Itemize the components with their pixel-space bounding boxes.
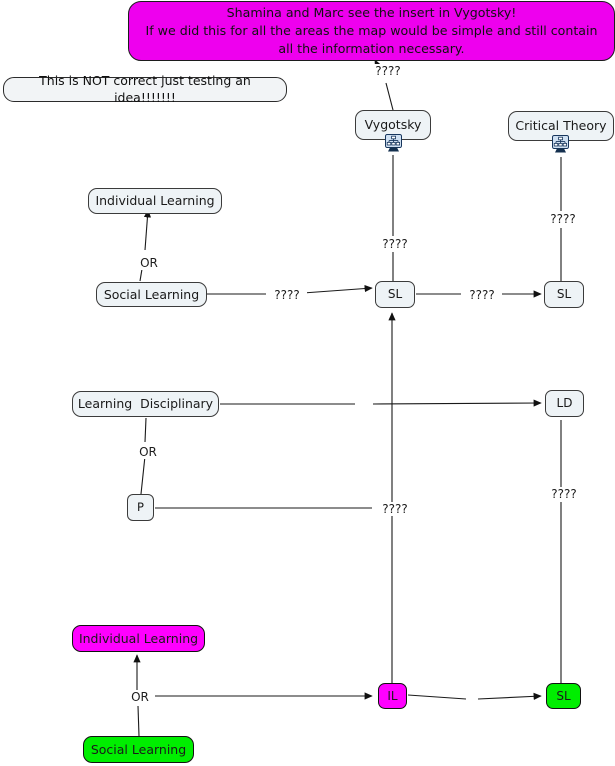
node-social-learning-bottom[interactable]: Social Learning xyxy=(83,736,194,763)
link-label-slright-to-critical-theory[interactable]: ???? xyxy=(544,212,582,226)
node-sl-right[interactable]: SL xyxy=(544,281,584,308)
node-sl-mid[interactable]: SL xyxy=(375,281,415,308)
link-ld-seg2 xyxy=(372,399,542,407)
concept-map-resource-icon-critical-theory[interactable] xyxy=(551,135,570,154)
node-p[interactable]: P xyxy=(127,494,154,521)
concept-map-resource-icon[interactable] xyxy=(384,134,403,153)
node-sl-bottom[interactable]: SL xyxy=(546,683,581,709)
node-il-bottom[interactable]: IL xyxy=(378,683,407,709)
link-label-or-bottom[interactable]: OR xyxy=(127,690,153,704)
note-testing-idea[interactable]: This is NOT correct just testing an idea… xyxy=(3,73,287,105)
link-label-to-slmid xyxy=(302,284,373,294)
link-label-slmid-to-vygotsky[interactable]: ???? xyxy=(376,237,414,251)
link-label-or-top[interactable]: OR xyxy=(136,256,162,270)
link-vygotsky-to-callout-lower xyxy=(385,82,394,111)
node-individual-learning-bottom[interactable]: Individual Learning xyxy=(72,625,205,652)
node-ld[interactable]: LD xyxy=(545,390,584,417)
node-learning-disciplinary[interactable]: Learning Disciplinary xyxy=(72,391,219,417)
link-socialbottom-to-or xyxy=(137,705,140,737)
link-label-or-mid[interactable]: OR xyxy=(135,445,161,459)
link-label-socialtop-to-slmid[interactable]: ???? xyxy=(267,288,307,302)
link-seg-to-slbottom xyxy=(477,692,542,700)
callout-note-vygotsky[interactable]: Shamina and Marc see the insert in Vygot… xyxy=(128,1,615,61)
node-individual-learning-top[interactable]: Individual Learning xyxy=(88,188,222,214)
link-label-p-to-trunk[interactable]: ???? xyxy=(375,502,415,516)
link-or-to-individualtop xyxy=(143,209,152,251)
link-learndisc-to-or xyxy=(144,417,147,443)
link-or-to-p xyxy=(140,455,146,495)
link-il-to-seg xyxy=(407,694,467,700)
node-social-learning-top[interactable]: Social Learning xyxy=(96,282,207,307)
node-vygotsky[interactable]: Vygotsky xyxy=(355,110,431,140)
link-label-vygotsky-to-callout[interactable]: ???? xyxy=(369,64,407,78)
link-label-slbottom-to-ld[interactable]: ???? xyxy=(545,487,583,501)
link-label-slmid-to-slright[interactable]: ???? xyxy=(462,288,502,302)
